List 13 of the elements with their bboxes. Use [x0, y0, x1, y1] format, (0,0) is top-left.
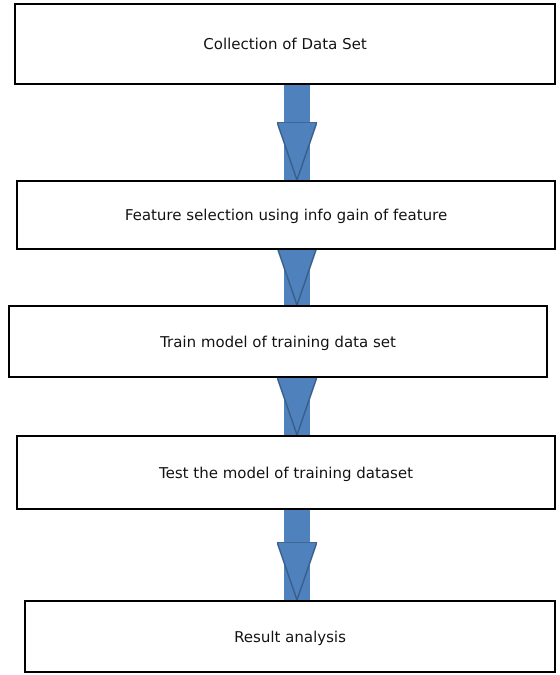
block-arrow [276, 376, 318, 436]
step-label: Train model of training data set [160, 332, 396, 350]
process-box [24, 600, 556, 673]
process-box [16, 180, 556, 250]
step-label: Collection of Data Set [203, 35, 367, 53]
step-label: Test the model of training dataset [159, 464, 413, 482]
process-box [16, 435, 556, 510]
process-box [14, 3, 556, 85]
step-label: Feature selection using info gain of feature [124, 206, 448, 224]
block-arrow [276, 85, 318, 181]
block-arrow [276, 510, 318, 601]
process-box [8, 305, 548, 378]
step-label: Result analysis [234, 628, 346, 646]
